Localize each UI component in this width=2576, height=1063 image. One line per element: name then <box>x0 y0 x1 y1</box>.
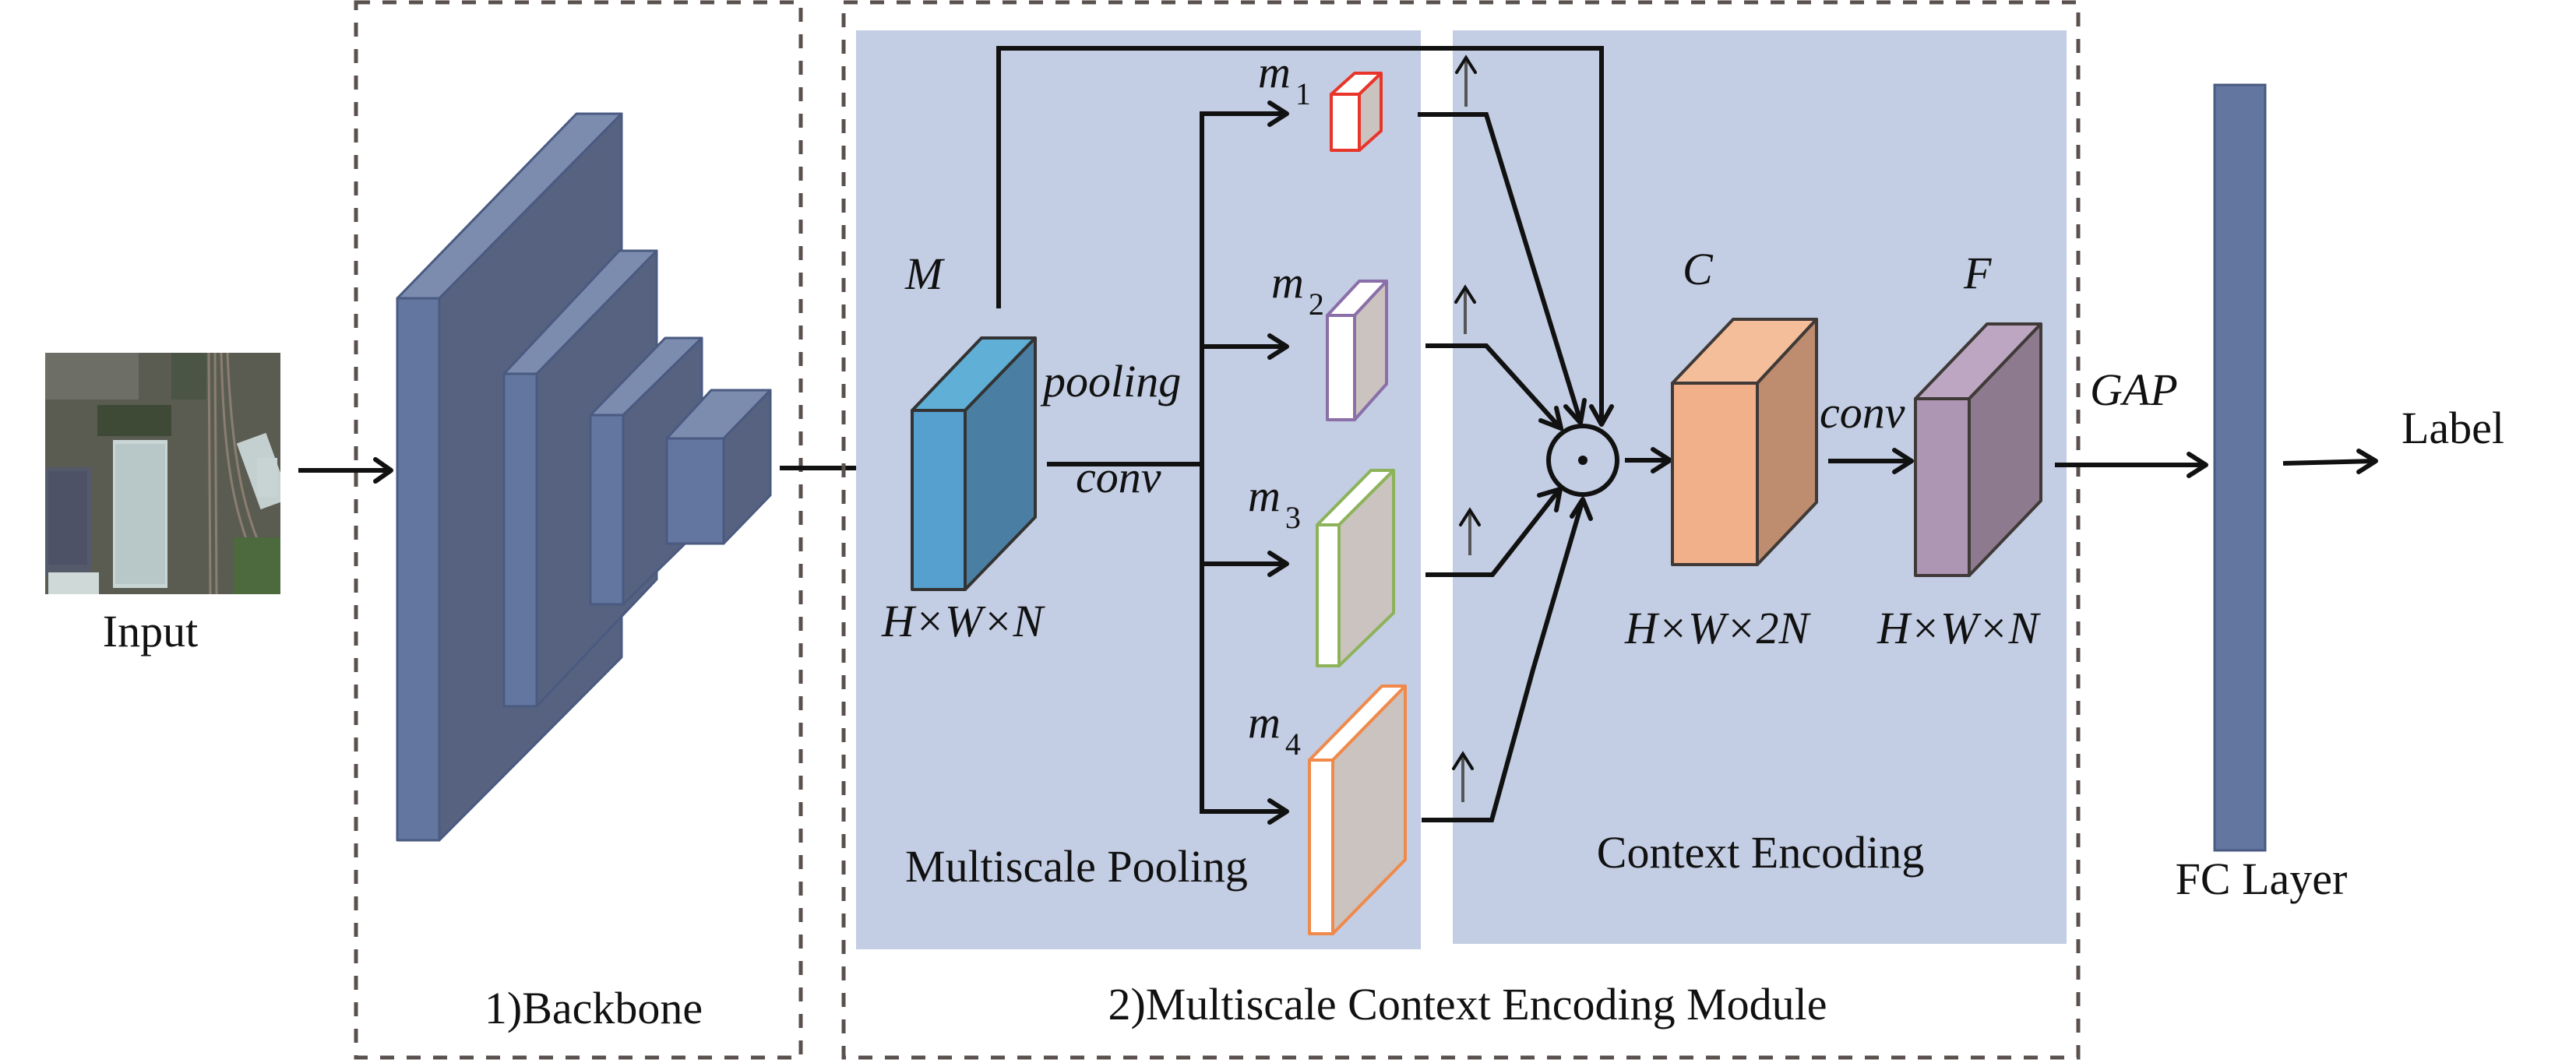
upsample-icon-4 <box>1452 751 1474 802</box>
input-image <box>45 353 280 594</box>
upsample-icon-2 <box>1454 284 1476 334</box>
feature-f-label: F <box>1963 248 1992 298</box>
branch-arrows <box>1200 100 1289 825</box>
fc-layer-bar <box>2213 83 2267 852</box>
context-encoding-title: Context Encoding <box>1597 827 1924 878</box>
skip-connection-line <box>996 46 1604 421</box>
branch-cube-m2 <box>1326 280 1388 421</box>
backbone-layers <box>396 112 772 842</box>
skip-connection-arrowhead <box>1589 404 1614 427</box>
output-label: Label <box>2402 403 2504 453</box>
branch-cube-m1 <box>1330 72 1383 152</box>
branch-cube-m4 <box>1308 685 1407 935</box>
arrow-fusion-to-c <box>1625 447 1672 473</box>
input-label: Input <box>103 606 198 656</box>
fc-layer-label: FC Layer <box>2176 854 2348 904</box>
gap-label: GAP <box>2090 364 2178 415</box>
feature-c-dims: H×W×2N <box>1624 603 1811 653</box>
conv-op-label: conv <box>1076 452 1161 502</box>
upsample-icon-3 <box>1459 507 1481 555</box>
feature-cube-c <box>1671 318 1818 566</box>
module-dashed-box <box>841 0 2081 1060</box>
feature-cube-m <box>911 336 1037 591</box>
feature-cube-f <box>1914 322 2042 577</box>
branch-output-lines <box>1418 112 1593 822</box>
arrow-f-to-fc <box>2055 452 2208 478</box>
multiscale-pooling-title: Multiscale Pooling <box>905 841 1248 892</box>
fusion-product-icon <box>1546 424 1619 497</box>
feature-f-dims: H×W×N <box>1876 603 2041 653</box>
backbone-block-4 <box>665 389 772 545</box>
arrow-fc-to-label <box>2282 449 2378 474</box>
feature-c-label: C <box>1683 244 1714 294</box>
pooling-op-label: pooling <box>1040 356 1181 407</box>
feature-m-label: M <box>904 248 945 299</box>
branch-cube-m3 <box>1316 469 1395 667</box>
arrow-c-to-f <box>1828 448 1914 474</box>
upsample-icon-1 <box>1455 55 1477 107</box>
backbone-title: 1)Backbone <box>485 983 703 1033</box>
backbone-dashed-box <box>354 0 803 1060</box>
arrow-input-to-backbone <box>298 457 393 484</box>
feature-m-dims: H×W×N <box>881 596 1045 646</box>
conv2-op-label: conv <box>1820 387 1905 438</box>
module-title: 2)Multiscale Context Encoding Module <box>1108 979 1827 1030</box>
